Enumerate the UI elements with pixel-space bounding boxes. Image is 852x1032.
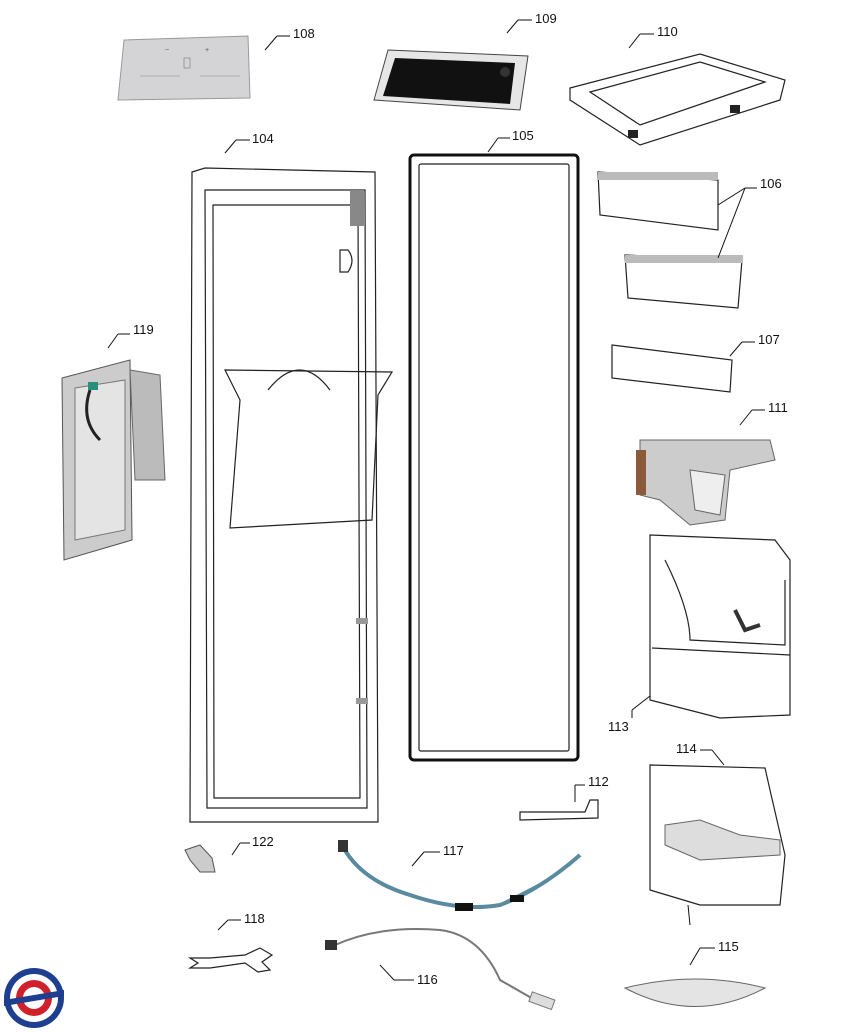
label-109: 109	[535, 11, 557, 26]
part-108-control-overlay: −+	[117, 35, 251, 101]
part-115-drip-tray	[623, 978, 767, 1007]
label-108: 108	[293, 26, 315, 41]
label-112: 112	[588, 774, 609, 789]
label-114: 114	[676, 741, 697, 756]
label-119: 119	[133, 322, 154, 337]
label-105: 105	[512, 128, 534, 143]
part-112-shaft	[519, 799, 599, 821]
part-105-gasket	[408, 153, 580, 762]
svg-text:−: −	[165, 47, 169, 54]
svg-text:+: +	[205, 47, 209, 54]
label-106: 106	[760, 176, 782, 191]
part-109-display-board	[373, 49, 529, 111]
brand-logo	[4, 968, 64, 1028]
part-107-small-bin	[611, 344, 733, 393]
part-113-ice-bucket	[649, 534, 791, 719]
part-118-wrench	[187, 947, 274, 973]
label-116: 116	[417, 972, 438, 987]
label-111: 111	[768, 400, 788, 415]
label-104: 104	[252, 131, 274, 146]
part-122-bracket	[184, 844, 216, 873]
part-114-ice-maker-bucket	[649, 764, 786, 926]
label-115: 115	[718, 939, 739, 954]
part-117-wire-harness	[338, 840, 582, 911]
label-113: 113	[608, 719, 629, 734]
label-117: 117	[443, 843, 464, 858]
part-104-door	[189, 167, 394, 823]
part-119-dispenser-housing	[61, 359, 166, 561]
part-110-bracket	[569, 53, 786, 146]
label-122: 122	[252, 834, 274, 849]
label-110: 110	[657, 24, 678, 39]
part-106-door-bins	[597, 171, 743, 309]
part-111-ice-chute	[636, 439, 776, 526]
part-116-sensor-wire	[325, 928, 556, 1011]
label-118: 118	[244, 911, 265, 926]
label-107: 107	[758, 332, 780, 347]
